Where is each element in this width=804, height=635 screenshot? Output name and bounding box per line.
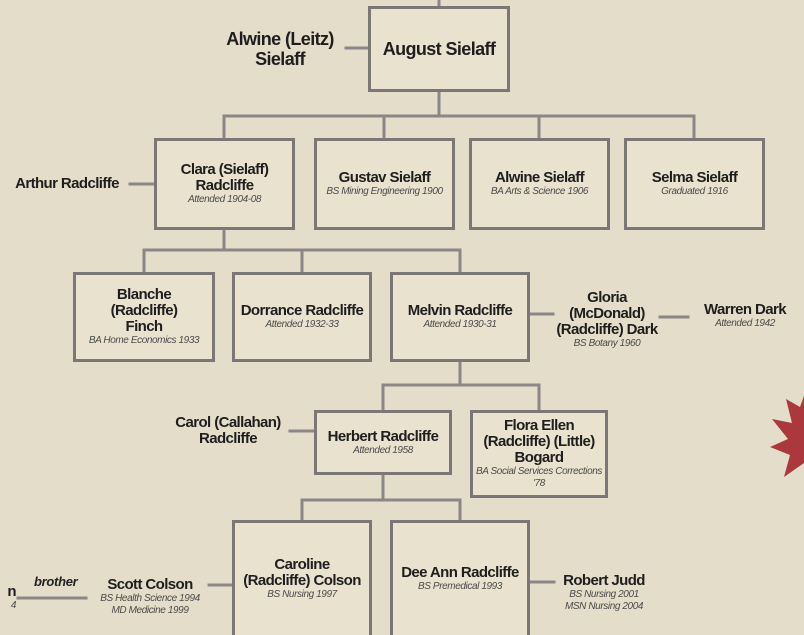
person-note: BS Botany 1960 <box>573 338 641 349</box>
person-name: Gustav Sielaff <box>338 169 431 186</box>
person-name: Clara (Sielaff) Radcliffe <box>180 161 269 194</box>
person-note: Attended 1958 <box>353 444 413 456</box>
person-note: Graduated 1916 <box>661 186 728 197</box>
person-name: Selma Sielaff <box>651 169 738 186</box>
person-name: Warren Dark <box>703 301 787 318</box>
person-note: BS Nursing 2001 <box>569 589 639 600</box>
person-dorrance-radcliffe[interactable]: Dorrance Radcliffe Attended 1932-33 <box>232 272 372 362</box>
person-dee-ann-radcliffe[interactable]: Dee Ann Radcliffe BS Premedical 1993 <box>390 520 530 635</box>
person-name: Herbert Radcliffe <box>327 427 439 445</box>
person-name: Gloria (McDonald) (Radcliffe) Dark <box>556 289 658 338</box>
person-note: Attended 1932-33 <box>265 319 339 330</box>
person-note: MSN Nursing 2004 <box>564 601 644 612</box>
person-note: BS Mining Engineering 1900 <box>326 186 443 197</box>
person-name: Flora Ellen (Radcliffe) (Little) Bogard <box>483 417 595 466</box>
person-note: BS Nursing 1997 <box>267 589 337 600</box>
person-note: BA Home Economics 1933 <box>88 335 200 346</box>
person-name: Melvin Radcliffe <box>407 302 513 319</box>
person-gustav-sielaff[interactable]: Gustav Sielaff BS Mining Engineering 190… <box>314 138 455 230</box>
person-name: Carol (Callahan) Radcliffe <box>175 414 281 447</box>
person-name: Scott Colson <box>107 576 193 593</box>
person-august-sielaff[interactable]: August Sielaff <box>368 6 510 92</box>
person-arthur-radcliffe: Arthur Radcliffe <box>6 174 128 194</box>
person-herbert-radcliffe[interactable]: Herbert Radcliffe Attended 1958 <box>314 410 452 475</box>
person-note: MD Medicine 1999 <box>111 605 189 616</box>
person-name: Alwine Sielaff <box>494 169 585 186</box>
person-name: Robert Judd <box>563 572 645 589</box>
person-name: Arthur Radcliffe <box>15 175 119 192</box>
person-scott-colson: Scott Colson BS Health Science 1994 MD M… <box>92 573 208 621</box>
person-name: Caroline (Radcliffe) Colson <box>243 556 361 589</box>
person-alwine-leitz-sielaff: Alwine (Leitz) Sielaff <box>215 26 345 72</box>
person-name: Blanche (Radcliffe) Finch <box>110 286 178 335</box>
person-name-fragment: n <box>7 583 16 600</box>
person-melvin-radcliffe[interactable]: Melvin Radcliffe Attended 1930-31 <box>390 272 530 362</box>
person-flora-ellen-radcliffe-little-bogard[interactable]: Flora Ellen (Radcliffe) (Little) Bogard … <box>470 410 608 498</box>
person-note-fragment: 4 <box>10 600 17 611</box>
person-note: Attended 1904-08 <box>187 194 262 205</box>
person-caroline-radcliffe-colson[interactable]: Caroline (Radcliffe) Colson BS Nursing 1… <box>232 520 372 635</box>
person-name: August Sielaff <box>382 39 496 59</box>
person-note: BA Arts & Science 1906 <box>490 186 589 197</box>
person-name: Dorrance Radcliffe <box>240 302 364 319</box>
person-alwine-sielaff[interactable]: Alwine Sielaff BA Arts & Science 1906 <box>469 138 610 230</box>
person-note: Attended 1942 <box>715 318 775 329</box>
relation-label-brother: brother <box>34 574 78 589</box>
person-note: Attended 1930-31 <box>423 319 497 330</box>
person-robert-judd: Robert Judd BS Nursing 2001 MSN Nursing … <box>556 568 652 618</box>
person-edge-partial: n 4 <box>0 583 16 613</box>
person-note: BS Premedical 1993 <box>418 581 502 592</box>
person-warren-dark: Warren Dark Attended 1942 <box>688 296 802 336</box>
person-clara-sielaff-radcliffe[interactable]: Clara (Sielaff) Radcliffe Attended 1904-… <box>154 138 295 230</box>
person-carol-callahan-radcliffe: Carol (Callahan) Radcliffe <box>168 410 288 452</box>
person-gloria-mcdonald-radcliffe-dark: Gloria (McDonald) (Radcliffe) Dark BS Bo… <box>554 289 660 350</box>
person-blanche-radcliffe-finch[interactable]: Blanche (Radcliffe) Finch BA Home Econom… <box>73 272 215 362</box>
person-name: Alwine (Leitz) Sielaff <box>226 29 334 69</box>
person-name: Dee Ann Radcliffe <box>401 564 519 581</box>
person-note: BA Social Services Corrections '78 <box>475 466 602 489</box>
maple-leaf-icon <box>770 396 804 477</box>
person-selma-sielaff[interactable]: Selma Sielaff Graduated 1916 <box>624 138 765 230</box>
person-note: BS Health Science 1994 <box>100 593 200 604</box>
